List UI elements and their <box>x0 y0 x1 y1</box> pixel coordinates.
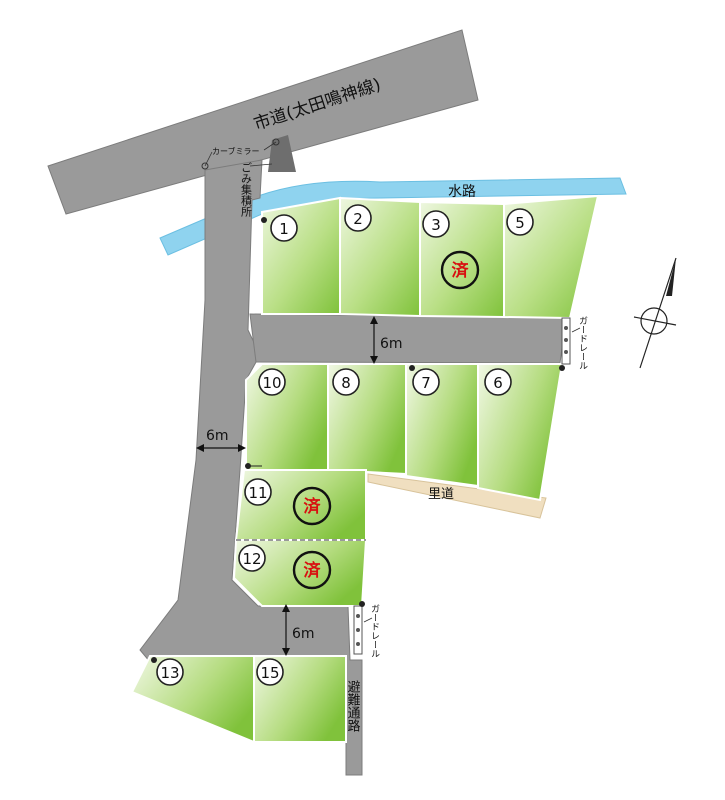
sold-label: 済 <box>452 260 470 281</box>
boundary-point-icon <box>409 365 415 371</box>
lot-number-label: 2 <box>353 210 363 228</box>
lot-number-label: 5 <box>515 214 525 232</box>
curve-mirror-icon <box>201 138 280 170</box>
lot-number-badge <box>256 658 284 686</box>
boundary-point-icon <box>151 657 157 663</box>
village-road-label: 里道 <box>428 487 454 502</box>
guardrail-lower-icon <box>353 605 363 655</box>
lot-number-label: 15 <box>260 664 279 682</box>
lot-number-badge <box>506 208 534 236</box>
city-road <box>47 29 479 215</box>
lot-number-label: 13 <box>160 664 179 682</box>
lot-number-label: 10 <box>262 374 281 392</box>
access-road <box>139 159 363 776</box>
dimension-arrow-top <box>370 316 378 364</box>
sold-label: 済 <box>304 496 322 517</box>
guardrail-lower-label: ガードレール <box>369 604 380 658</box>
lot-13[interactable] <box>130 655 255 744</box>
dimension-label-left: 6m <box>206 428 229 444</box>
curve-mirror-label: カーブミラー <box>212 146 260 156</box>
boundary-point-icon <box>261 217 267 223</box>
internal-road-upper <box>249 313 567 364</box>
lot-number-label: 6 <box>493 374 503 392</box>
lot-number-label: 3 <box>431 216 441 234</box>
lot-number-badge <box>270 214 298 242</box>
lot-number-label: 1 <box>279 220 289 238</box>
guardrail-upper-icon <box>561 317 571 365</box>
sold-label: 済 <box>304 560 322 581</box>
lot-number-label: 12 <box>242 550 261 568</box>
sold-marker <box>292 486 332 526</box>
lot-number-label: 7 <box>421 374 431 392</box>
guardrail-upper-label: ガードレール <box>577 316 588 370</box>
lot-number-badge <box>344 204 372 232</box>
lot-number-badge <box>412 368 440 396</box>
lot-number-badge <box>258 368 286 396</box>
lot-number-badge <box>156 658 184 686</box>
dimension-arrow-bottom <box>282 604 290 656</box>
boundary-point-icon <box>359 601 365 607</box>
lot-10[interactable] <box>245 363 329 471</box>
north-compass-icon <box>633 257 677 369</box>
sold-marker <box>292 550 332 590</box>
dimension-label-top: 6m <box>380 336 403 352</box>
lot-number-badge <box>244 478 272 506</box>
lot-number-badge <box>238 544 266 572</box>
waterway-label: 水路 <box>448 184 476 200</box>
evacuation-path-label: 避難通路 <box>345 680 361 732</box>
lot-number-badge <box>332 368 360 396</box>
sold-marker <box>440 250 480 290</box>
lot-number-badge <box>422 210 450 238</box>
lot-1[interactable] <box>261 196 341 315</box>
dimension-arrow-left <box>196 444 246 452</box>
lot-number-badge <box>484 368 512 396</box>
dimension-label-bottom: 6m <box>292 626 315 642</box>
garbage-station-label: ごみ集積所 <box>240 162 253 218</box>
garbage-station-area <box>268 135 296 172</box>
lot-number-label: 8 <box>341 374 351 392</box>
lot-number-label: 11 <box>248 484 267 502</box>
boundary-point-icon <box>559 365 565 371</box>
lot-6[interactable] <box>477 363 564 502</box>
